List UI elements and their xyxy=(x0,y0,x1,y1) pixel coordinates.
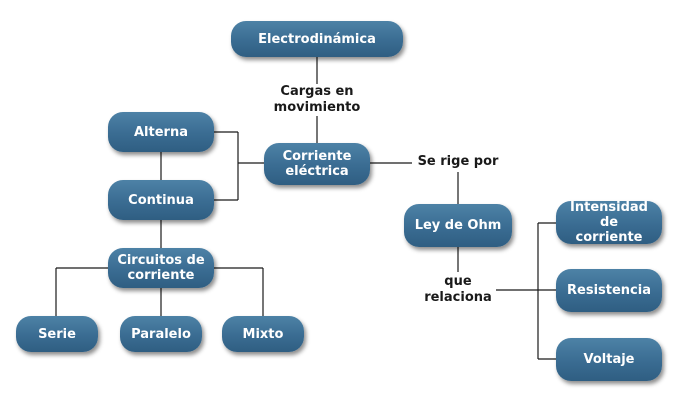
node-corriente-electrica: Corriente eléctrica xyxy=(264,143,370,185)
connector-se-rige-por: Se rige por xyxy=(412,154,504,170)
node-serie: Serie xyxy=(16,316,98,352)
node-circuitos-de-corriente: Circuitos de corriente xyxy=(108,248,214,288)
node-mixto: Mixto xyxy=(222,316,304,352)
node-alterna: Alterna xyxy=(108,112,214,152)
node-resistencia: Resistencia xyxy=(556,269,662,312)
node-electrodinamica: Electrodinámica xyxy=(231,21,403,57)
connector-cargas-en-movimiento: Cargas en movimiento xyxy=(272,84,362,116)
connector-que-relaciona: que relaciona xyxy=(420,274,496,306)
node-paralelo: Paralelo xyxy=(120,316,202,352)
node-intensidad-de-corriente: Intensidad de corriente xyxy=(556,200,662,245)
node-continua: Continua xyxy=(108,180,214,220)
node-ley-de-ohm: Ley de Ohm xyxy=(404,204,512,247)
node-voltaje: Voltaje xyxy=(556,338,662,381)
